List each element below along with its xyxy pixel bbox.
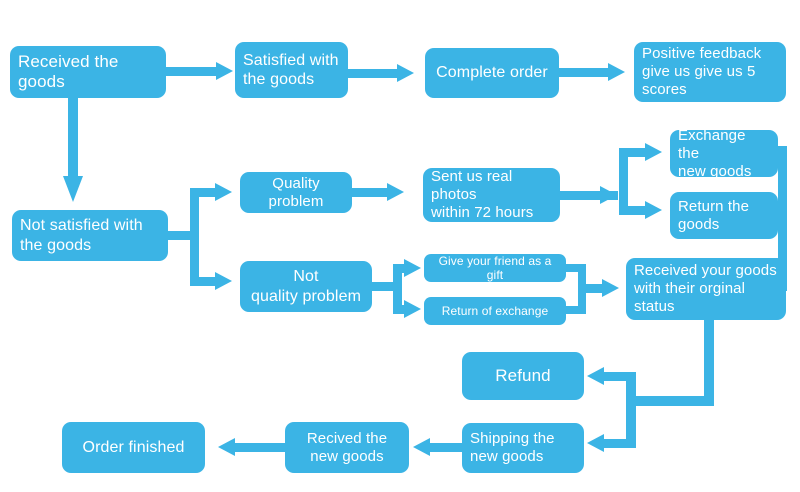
node-give-your-friend-as-a-gift[interactable]: Give your friend as a gift <box>424 254 566 282</box>
edge-received-to-not-satisfied-shaft <box>68 97 78 177</box>
edge-to-refund-arrowhead <box>587 367 604 385</box>
edge-not-quality-split-vertical <box>393 264 402 314</box>
edge-not-quality-to-gift-arrowhead <box>404 259 421 277</box>
node-quality-problem[interactable]: Quality problem <box>240 172 352 213</box>
edge-photos-to-return-shaft <box>619 206 649 215</box>
edge-merge-to-received-goods-arrowhead <box>602 279 619 297</box>
edge-to-shipping-arrowhead <box>587 434 604 452</box>
edge-photos-split-stub <box>560 191 618 200</box>
edge-not-quality-to-return-exchange-shaft <box>393 305 407 314</box>
node-received-your-goods[interactable]: Received your goods with their orginal s… <box>626 258 786 320</box>
edge-to-shipping-shaft <box>604 439 636 448</box>
edge-photos-split-vertical <box>619 148 628 215</box>
node-not-satisfied-with-the-goods[interactable]: Not satisfied with the goods <box>12 210 168 261</box>
node-complete-order[interactable]: Complete order <box>425 48 559 98</box>
edge-shipping-to-recived-shaft <box>430 443 462 452</box>
edge-not-quality-split-stub <box>372 282 400 291</box>
edge-satisfied-to-complete-arrowhead <box>397 64 414 82</box>
edge-not-satisfied-split-vertical <box>190 188 199 286</box>
edge-quality-to-photos-shaft <box>352 188 390 197</box>
edge-merge-to-received-goods-shaft <box>578 284 604 293</box>
edge-received-to-satisfied-arrowhead <box>216 62 233 80</box>
edge-photos-to-exchange-arrowhead <box>645 143 662 161</box>
edge-received-to-not-satisfied-arrowhead <box>63 176 83 202</box>
node-return-the-goods[interactable]: Return the goods <box>670 192 778 239</box>
node-shipping-the-new-goods[interactable]: Shipping the new goods <box>462 423 584 473</box>
edge-return-exchange-merge-stub <box>566 306 586 314</box>
node-return-of-exchange[interactable]: Return of exchange <box>424 297 566 325</box>
edge-complete-to-feedback-arrowhead <box>608 63 625 81</box>
edge-gift-merge-stub <box>566 264 586 272</box>
node-not-quality-problem[interactable]: Not quality problem <box>240 261 372 312</box>
node-received-the-goods[interactable]: Received the goods <box>10 46 166 98</box>
edge-refund-shipping-split-vertical <box>626 372 636 448</box>
edge-not-quality-to-return-exchange-arrowhead <box>404 300 421 318</box>
node-order-finished[interactable]: Order finished <box>62 422 205 473</box>
edge-not-quality-to-gift-shaft <box>393 264 407 273</box>
node-recived-the-new-goods[interactable]: Recived the new goods <box>285 422 409 473</box>
edge-recived-to-order-finished-shaft <box>235 443 285 452</box>
edge-not-satisfied-to-quality-arrowhead <box>215 183 232 201</box>
edge-not-satisfied-split-stub <box>168 231 198 240</box>
edge-to-refund-shaft <box>604 372 636 381</box>
edge-not-satisfied-to-quality-shaft <box>190 188 218 197</box>
edge-received-goods-down-vertical <box>704 320 714 405</box>
edge-photos-to-return-arrowhead <box>645 201 662 219</box>
node-refund[interactable]: Refund <box>462 352 584 400</box>
edge-quality-to-photos-arrowhead <box>387 183 404 201</box>
edge-photos-to-exchange-shaft <box>619 148 649 157</box>
edge-received-to-satisfied-shaft <box>166 67 218 76</box>
edge-satisfied-to-complete-shaft <box>348 69 400 78</box>
edge-photos-split-arrowhead <box>600 186 617 204</box>
edge-shipping-to-recived-arrowhead <box>413 438 430 456</box>
node-exchange-the-new-goods[interactable]: Exchange the new goods <box>670 127 778 180</box>
edge-received-goods-horizontal-left <box>626 396 714 406</box>
edge-not-satisfied-to-not-quality-shaft <box>190 277 218 286</box>
edge-recived-to-order-finished-arrowhead <box>218 438 235 456</box>
edge-exchange-return-bus-vertical <box>778 146 787 286</box>
edge-not-satisfied-to-not-quality-arrowhead <box>215 272 232 290</box>
node-sent-us-real-photos[interactable]: Sent us real photos within 72 hours <box>423 168 560 222</box>
edge-complete-to-feedback-shaft <box>559 68 611 77</box>
node-positive-feedback[interactable]: Positive feedback give us give us 5 scor… <box>634 42 786 102</box>
node-satisfied-with-the-goods[interactable]: Satisfied with the goods <box>235 42 348 98</box>
